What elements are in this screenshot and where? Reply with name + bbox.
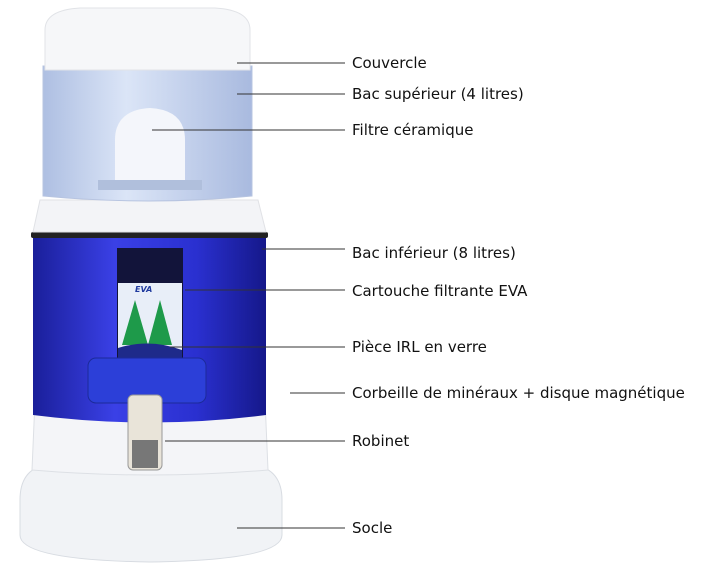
label-cartouche: Cartouche filtrante EVA: [352, 282, 528, 300]
ceramic-filter: [115, 108, 185, 180]
label-filtre-ceramique: Filtre céramique: [352, 121, 474, 139]
label-piece-irl: Pièce IRL en verre: [352, 338, 487, 356]
label-corbeille: Corbeille de minéraux + disque magnétiqu…: [352, 384, 685, 402]
label-robinet: Robinet: [352, 432, 410, 450]
base-socle: [19, 464, 283, 563]
label-couvercle: Couvercle: [352, 54, 427, 72]
label-bac-superieur: Bac supérieur (4 litres): [352, 85, 524, 103]
label-socle: Socle: [352, 519, 393, 537]
lid: [44, 7, 251, 71]
label-bac-inferieur: Bac inférieur (8 litres): [352, 244, 516, 262]
svg-text:EVA: EVA: [135, 285, 152, 294]
